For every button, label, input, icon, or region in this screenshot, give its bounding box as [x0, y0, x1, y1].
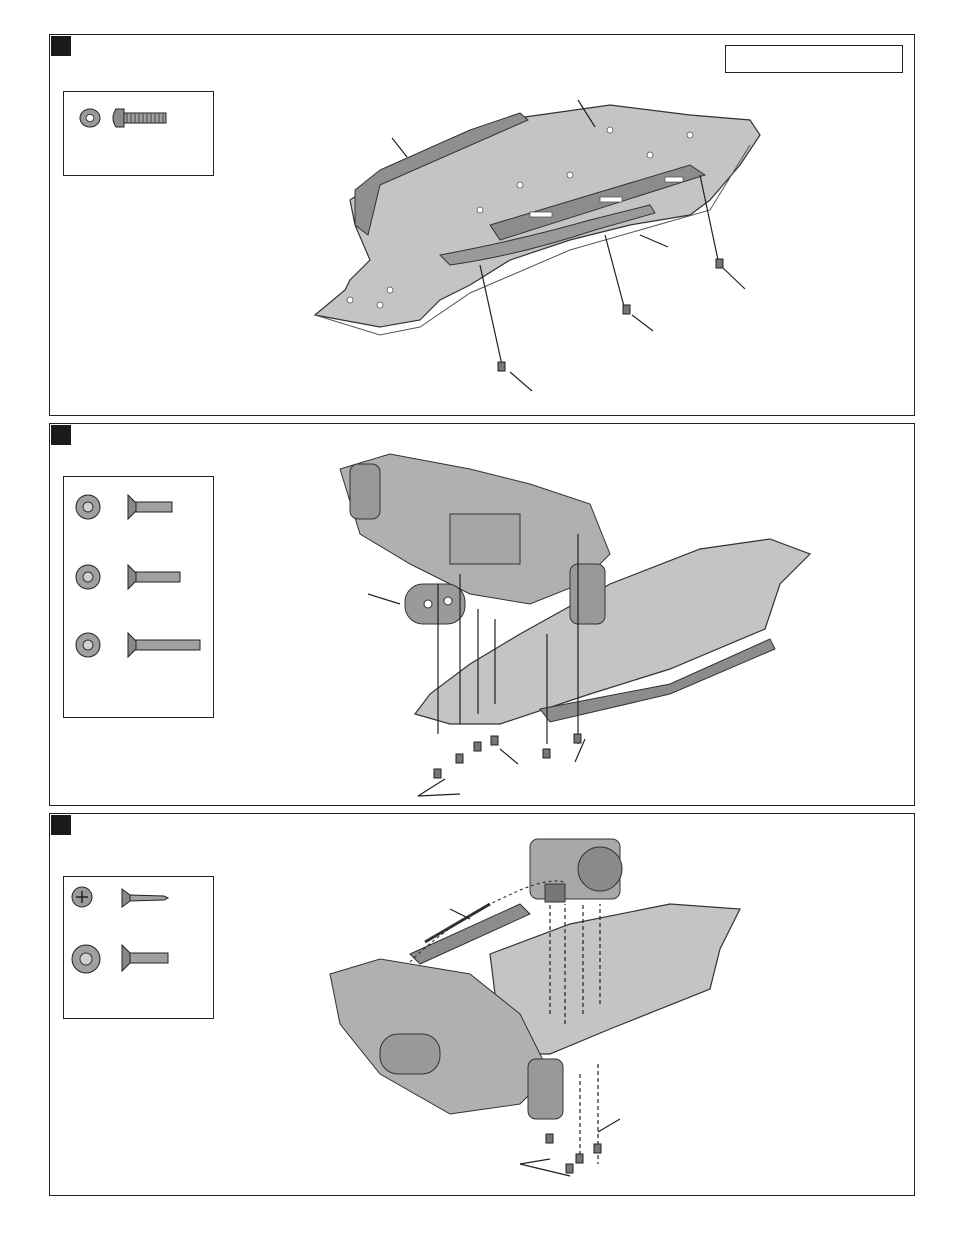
- front-suspension-illustration: [50, 424, 916, 807]
- front-bumper: [405, 584, 465, 624]
- gearbox-assembly: [530, 839, 622, 902]
- step-1-panel: [49, 34, 915, 416]
- chassis-plate-illustration: [50, 35, 916, 417]
- screw-icons: [498, 259, 723, 371]
- step-2-panel: [49, 423, 915, 806]
- gearbox-install-illustration: [50, 814, 916, 1197]
- step-3-panel: [49, 813, 915, 1196]
- screw-icons: [546, 1134, 601, 1173]
